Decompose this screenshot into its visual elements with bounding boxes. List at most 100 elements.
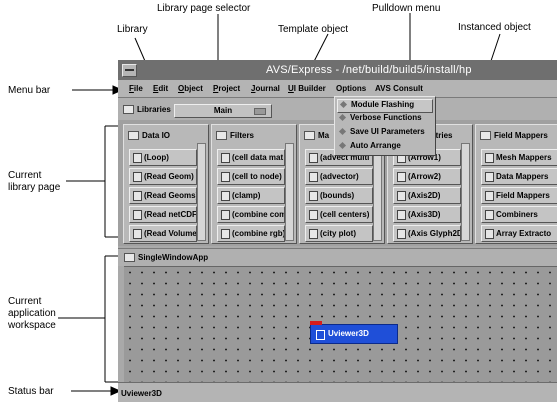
module-icon [221,153,230,163]
library-module[interactable]: (bounds) [305,187,373,204]
window-title: AVS/Express - /net/build/build5/install/… [266,64,472,76]
library-column: Field Mappers Mesh Mappers Data Mappers … [475,124,557,244]
label-status-bar: Status bar [8,386,54,397]
label-pulldown-menu: Pulldown menu [372,3,441,14]
library-module[interactable]: (Loop) [129,149,197,166]
label-menu-bar: Menu bar [8,85,51,96]
module-icon [133,210,142,220]
library-column-header[interactable]: Data IO [128,131,170,141]
module-icon [133,153,142,163]
folder-icon [128,131,139,141]
module-icon [309,153,318,163]
library-module[interactable]: (Read Geoms) [129,187,197,204]
library-module[interactable]: (city plot) [305,225,373,242]
module-icon [397,191,406,201]
app-icon[interactable] [124,253,135,262]
library-module[interactable]: (advector) [305,168,373,185]
library-column-header[interactable]: Field Mappers [480,131,548,141]
module-icon [221,191,230,201]
module-icon [133,191,142,201]
application-header: SingleWindowApp [118,248,557,266]
library-module[interactable]: (Read Geom) [129,168,197,185]
menu-item-save-ui-parameters[interactable]: Save UI Parameters [337,127,431,139]
folder-icon [485,191,494,201]
library-module[interactable]: (clamp) [217,187,285,204]
menu-item-auto-arrange[interactable]: Auto Arrange [337,141,431,153]
folder-icon [216,131,227,141]
module-icon [133,229,142,239]
column-scrollbar[interactable] [285,143,294,241]
menu-options[interactable]: Options [336,84,367,93]
instanced-object-uviewer3d[interactable]: Uviewer3D [310,321,398,344]
library-column-header[interactable]: metries [424,131,453,140]
label-instanced-object: Instanced object [458,22,531,33]
template-object[interactable]: (cell data mat [217,149,285,166]
module-icon [221,210,230,220]
library-column-header[interactable]: Ma [304,131,329,141]
module-icon [309,229,318,239]
status-text: Uviewer3D [121,389,162,398]
diamond-icon [338,114,347,122]
module-icon [309,210,318,220]
label-library-page-selector: Library page selector [157,3,251,14]
menu-object[interactable]: Object [178,84,203,93]
menu-item-verbose-functions[interactable]: Verbose Functions [337,113,431,125]
menu-journal[interactable]: Journal [251,84,280,93]
library-module[interactable]: Combiners [481,206,557,223]
menu-ui-builder[interactable]: UI Builder [288,84,326,93]
library-module[interactable]: (Axis Glyph2D [393,225,461,242]
folder-icon [304,131,315,141]
folder-icon [485,210,494,220]
library-module[interactable]: (Axis3D) [393,206,461,223]
status-bar: Uviewer3D [118,382,557,402]
label-current-application-workspace: Current application workspace [8,296,56,331]
label-current-library-page: Current library page [8,170,61,193]
folder-icon [485,172,494,182]
arrowhead [112,85,124,95]
library-page-selector[interactable]: Main [174,104,272,118]
library-module[interactable]: Mesh Mappers [481,149,557,166]
libraries-checkbox-icon[interactable] [123,105,134,114]
column-scrollbar[interactable] [197,143,206,241]
library-module[interactable]: (combine com [217,206,285,223]
library-module[interactable]: (Arrow2) [393,168,461,185]
avs-express-window: AVS/Express - /net/build/build5/install/… [118,60,557,402]
module-icon [221,172,230,182]
module-icon [309,172,318,182]
module-icon [397,172,406,182]
menu-edit[interactable]: Edit [153,84,169,93]
library-module[interactable]: (Read Volume [129,225,197,242]
menu-file[interactable]: File [129,84,143,93]
application-workspace[interactable]: Uviewer3D [124,266,557,383]
diamond-icon [338,128,347,136]
menu-avs-consult[interactable]: AVS Consult [375,84,423,93]
module-icon [133,172,142,182]
column-scrollbar[interactable] [461,143,470,241]
module-icon [309,191,318,201]
library-module[interactable]: (cell centers) [305,206,373,223]
title-bar[interactable]: AVS/Express - /net/build/build5/install/… [118,60,557,80]
library-column: Filters (cell data mat (cell to node) (c… [211,124,297,244]
column-scrollbar[interactable] [373,143,382,241]
library-module[interactable]: (Read netCDF [129,206,197,223]
diamond-icon [338,142,347,150]
module-icon [221,229,230,239]
library-module[interactable]: (Axis2D) [393,187,461,204]
module-icon [397,229,406,239]
label-library: Library [117,24,148,35]
library-module[interactable]: Array Extracto [481,225,557,242]
library-column-header[interactable]: Filters [216,131,254,141]
menu-project[interactable]: Project [213,84,241,93]
library-module[interactable]: Field Mappers [481,187,557,204]
library-module[interactable]: Data Mappers [481,168,557,185]
libraries-label: Libraries [137,105,171,114]
module-icon [316,330,325,340]
library-module[interactable]: (combine rgb) [217,225,285,242]
library-module[interactable]: (cell to node) [217,168,285,185]
menu-item-module-flashing[interactable]: Module Flashing [337,99,433,113]
label-template-object: Template object [278,24,349,35]
module-icon [397,210,406,220]
folder-icon [485,229,494,239]
input-port-icon[interactable] [310,321,322,325]
window-menu-button[interactable] [122,64,137,77]
